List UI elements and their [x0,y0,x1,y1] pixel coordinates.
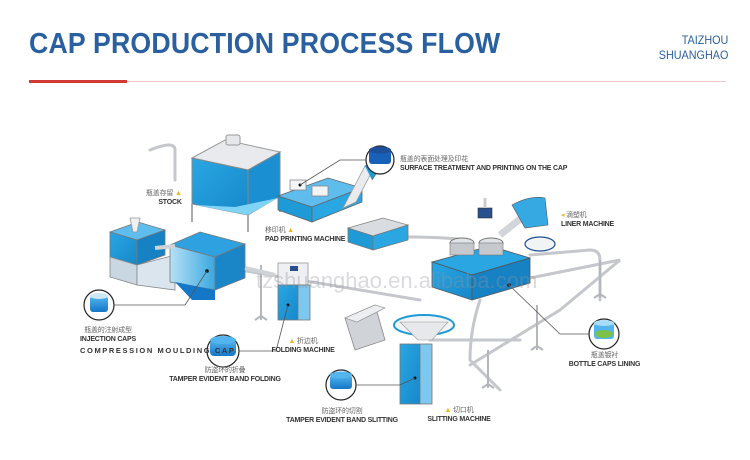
hopper-bin [344,304,386,351]
label-liner-en: LINER MACHINE [561,221,615,228]
label-stock-cn: 瓶盖存留 ▲ [146,190,182,197]
label-folding-machine: ▲ 折边机 FOLDING MACHINE [268,337,338,355]
label-band-folding: 防盗环的折叠 TAMPER EVIDENT BAND FOLDING [165,366,285,384]
watermark: tzshuanghao.en.alibaba.com [256,268,538,293]
label-slitting-machine: ▲ 切口机 SLITTING MACHINE [424,406,494,424]
slitting-machine [393,314,455,405]
label-pad-printing-en: PAD PRINTING MACHINE [265,236,346,243]
label-stock-en: STOCK [158,199,182,206]
brand-line-2: SHUANGHAO [658,48,728,62]
label-injection-cn: 瓶盖的注射成型 [84,327,132,334]
brand-line-1: TAIZHOU [681,33,728,47]
header-accent-bar [29,80,127,83]
label-slitting-machine-en: SLITTING MACHINE [427,416,491,423]
label-slitting-machine-cn: ▲ 切口机 [444,407,474,414]
brand-name: TAIZHOU SHUANGHAO [658,33,728,63]
label-stock: 瓶盖存留 ▲ STOCK [146,189,182,207]
label-band-slitting-en: TAMPER EVIDENT BAND SLITTING [286,417,398,424]
label-folding-machine-cn: ▲ 折边机 [288,338,318,345]
label-surface-en: SURFACE TREATMENT AND PRINTING ON THE CA… [400,165,568,172]
pipe-stands [254,260,607,389]
cap-icon-injection [83,289,115,321]
label-caps-lining-en: BOTTLE CAPS LINING [568,361,641,368]
label-band-slitting: 防盗环的切割 TAMPER EVIDENT BAND SLITTING [282,407,402,425]
cap-icon-folding [206,334,240,368]
label-surface-treatment: 瓶盖的表面处理及印花 SURFACE TREATMENT AND PRINTIN… [400,155,567,173]
label-injection: 瓶盖的注射成型 INJECTION CAPS [78,326,138,344]
label-pad-printing-cn: 移印机 ▲ [265,227,294,234]
label-folding-machine-en: FOLDING MACHINE [271,347,335,354]
label-band-folding-cn: 防盗环的折叠 [204,367,246,374]
label-band-slitting-cn: 防盗环的切割 [321,408,363,415]
injection-moulding-machine [108,217,276,300]
label-band-folding-en: TAMPER EVIDENT BAND FOLDING [169,376,281,383]
label-injection-en: INJECTION CAPS [80,336,136,343]
label-caps-lining: 瓶盖镀衬 BOTTLE CAPS LINING [562,351,647,369]
header-divider [29,81,726,82]
label-compression-moulding: COMPRESSION MOULDING CAP [80,346,236,355]
label-pad-printing: 移印机 ▲ PAD PRINTING MACHINE [265,226,345,244]
label-surface-cn: 瓶盖的表面处理及印花 [400,156,468,163]
callout-lines [114,159,589,386]
label-caps-lining-cn: 瓶盖镀衬 [590,352,619,359]
label-liner-cn: ◂ 滴塑机 [561,212,587,219]
folding-machine [277,262,311,321]
cap-icon-surface [365,145,395,175]
liner-machine [430,197,556,301]
cap-icon-slitting [325,369,357,401]
stock-silo [190,134,282,232]
cap-icon-lining [588,318,620,350]
label-liner-machine: ◂ 滴塑机 LINER MACHINE [561,211,614,229]
page-title: CAP PRODUCTION PROCESS FLOW [29,28,501,60]
